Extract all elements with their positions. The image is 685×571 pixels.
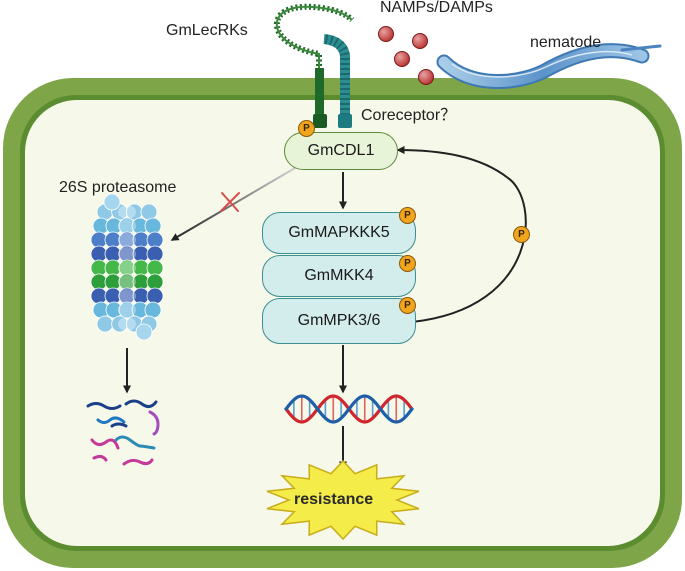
damp-molecule — [378, 26, 394, 42]
damp-molecules — [378, 26, 434, 85]
damp-molecule — [412, 33, 428, 49]
proteasome-icon — [90, 193, 164, 341]
proteasome-subunit — [144, 217, 162, 235]
phospho-badge-cdl1: P — [298, 120, 315, 137]
lectin-receptor-kinase-icon — [273, 3, 355, 128]
resistance-burst — [266, 459, 420, 541]
phospho-badge-feedback: P — [513, 226, 530, 243]
receptor-kinase-domain — [313, 114, 327, 128]
degraded-peptides — [86, 399, 160, 466]
proteasome-cap-subunit — [103, 193, 121, 211]
phospho-badge-mapkkk5: P — [399, 207, 416, 224]
patterns-label: NAMPs/DAMPs — [380, 0, 493, 16]
proteasome-core-highlight — [118, 317, 136, 331]
coreceptor-label: Coreceptor？ — [361, 107, 457, 124]
proteasome-core-highlight — [118, 247, 136, 261]
coreceptor-kinase-domain — [338, 114, 352, 128]
gmmapkkk5-node: GmMAPKKK5 — [262, 212, 416, 254]
nematode-icon — [436, 43, 662, 89]
gmcdl1-node: GmCDL1 — [284, 132, 398, 170]
proteasome-label: 26S proteasome — [59, 179, 177, 196]
dna-icon — [284, 394, 414, 424]
gmmpk3-6-node: GmMPK3/6 — [262, 298, 416, 344]
phospho-badge-mkk4: P — [399, 255, 416, 272]
inhibition-mark — [220, 192, 240, 212]
phospho-badge-mpk3-6: P — [399, 297, 416, 314]
receptor-label: GmLecRKs — [166, 22, 248, 39]
degradation-arrow — [170, 167, 296, 241]
feedback-arrow — [396, 146, 527, 323]
proteasome-subunit — [146, 287, 164, 305]
proteasome-core-highlight — [118, 275, 136, 289]
gmmkk4-node: GmMKK4 — [262, 255, 416, 297]
dna-strand-blue — [284, 394, 414, 424]
proteasome-core-highlight — [118, 205, 136, 219]
nematode-label: nematode — [530, 34, 602, 51]
proteasome-subunit — [144, 301, 162, 319]
proteasome-core-highlight — [118, 233, 136, 247]
proteasome-subunit — [90, 287, 108, 305]
proteasome-subunit — [140, 203, 158, 221]
proteasome-subunit — [96, 315, 114, 333]
damp-molecule — [418, 69, 434, 85]
proteasome-core-highlight — [118, 303, 136, 317]
proteasome-core-highlight — [118, 219, 136, 233]
receptor-stalk — [315, 68, 324, 120]
proteasome-cap-subunit — [135, 323, 153, 341]
damp-molecule — [394, 51, 410, 67]
proteasome-core-highlight — [118, 261, 136, 275]
resistance-label: resistance — [294, 491, 374, 508]
proteasome-core-highlight — [118, 289, 136, 303]
